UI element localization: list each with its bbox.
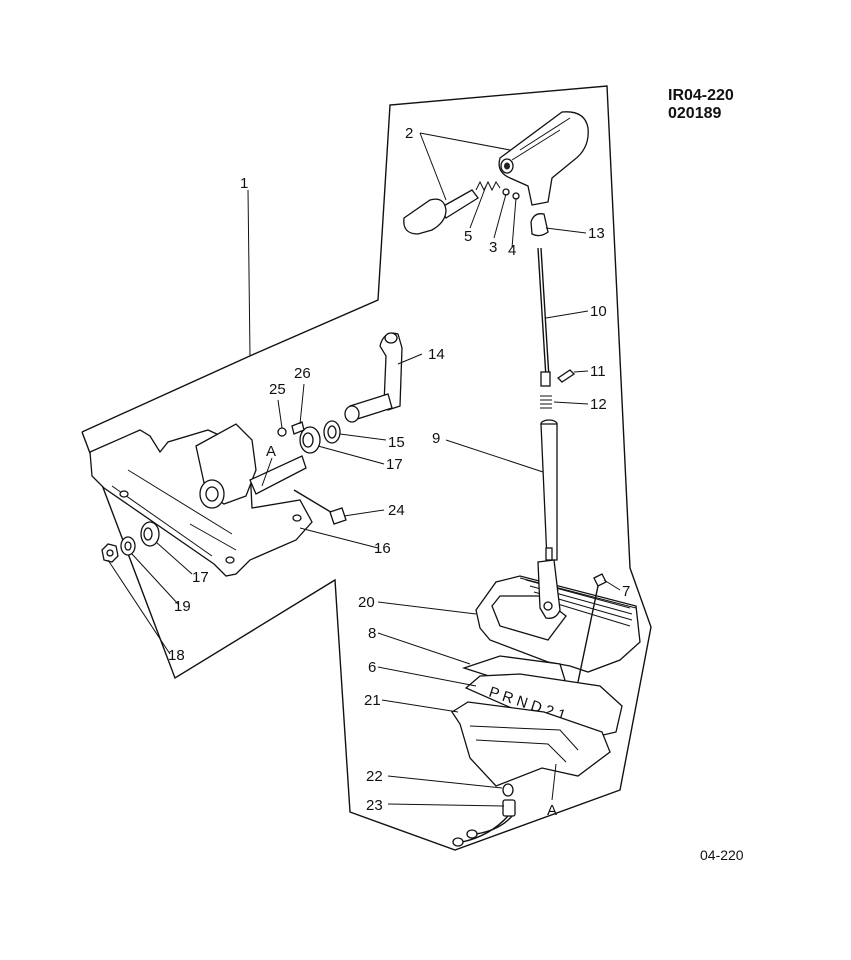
callout-A-upper: A xyxy=(266,443,276,460)
callout-25: 25 xyxy=(269,381,286,398)
nut-18 xyxy=(101,543,119,563)
callout-A-lower: A xyxy=(547,802,557,819)
callout-12: 12 xyxy=(590,396,607,413)
screw-7 xyxy=(577,573,607,683)
callout-18: 18 xyxy=(168,647,185,664)
shift-rod xyxy=(537,247,551,387)
bulb-22 xyxy=(502,783,514,797)
callout-6: 6 xyxy=(368,659,376,676)
selector-lever xyxy=(195,423,307,509)
callout-3: 3 xyxy=(489,239,497,256)
figure-reference: 04-220 xyxy=(700,847,744,863)
spring xyxy=(475,180,501,192)
callout-16: 16 xyxy=(374,540,391,557)
callout-17-lower: 17 xyxy=(192,569,209,586)
callout-26: 26 xyxy=(294,365,311,382)
callout-21: 21 xyxy=(364,692,381,709)
callout-14: 14 xyxy=(428,346,445,363)
leader-lines xyxy=(107,132,621,807)
shift-tube xyxy=(540,419,558,561)
callout-9: 9 xyxy=(432,430,440,447)
shift-knob xyxy=(498,111,589,206)
callout-22: 22 xyxy=(366,768,383,785)
callout-10: 10 xyxy=(590,303,607,320)
callout-8: 8 xyxy=(368,625,376,642)
bushing-17-lower xyxy=(140,521,160,547)
callout-1: 1 xyxy=(240,175,248,192)
button-13 xyxy=(530,213,549,237)
bushing-17-upper xyxy=(299,426,321,454)
assembly-outline xyxy=(81,85,652,851)
callout-5: 5 xyxy=(464,228,472,245)
callout-11: 11 xyxy=(590,363,606,380)
cable-24 xyxy=(293,489,347,525)
callout-17-upper: 17 xyxy=(386,456,403,473)
callout-24: 24 xyxy=(388,502,405,519)
washer-19 xyxy=(120,536,136,556)
callout-15: 15 xyxy=(388,434,405,451)
base-bracket-16 xyxy=(89,429,313,577)
callout-2: 2 xyxy=(405,125,413,142)
callout-4: 4 xyxy=(508,242,516,259)
callout-7: 7 xyxy=(622,583,630,600)
console-housing-20 xyxy=(475,559,641,673)
push-rod xyxy=(403,189,479,235)
bolt-26 xyxy=(291,421,305,435)
drawing-date-code: 020189 xyxy=(668,105,721,122)
lever-arm-14 xyxy=(344,332,403,423)
pin-11 xyxy=(556,369,576,383)
callout-23: 23 xyxy=(366,797,383,814)
lower-housing-21 xyxy=(451,701,611,787)
callout-20: 20 xyxy=(358,594,375,611)
spring-12 xyxy=(540,395,552,409)
socket-wire-23 xyxy=(452,799,516,847)
bushing-15 xyxy=(323,420,341,444)
washer-25 xyxy=(277,427,287,437)
indicator-plate-6: P R N D 2 1 xyxy=(464,673,623,741)
callout-19: 19 xyxy=(174,598,191,615)
drawing-code: IR04-220 xyxy=(668,87,734,104)
callout-13: 13 xyxy=(588,225,605,242)
